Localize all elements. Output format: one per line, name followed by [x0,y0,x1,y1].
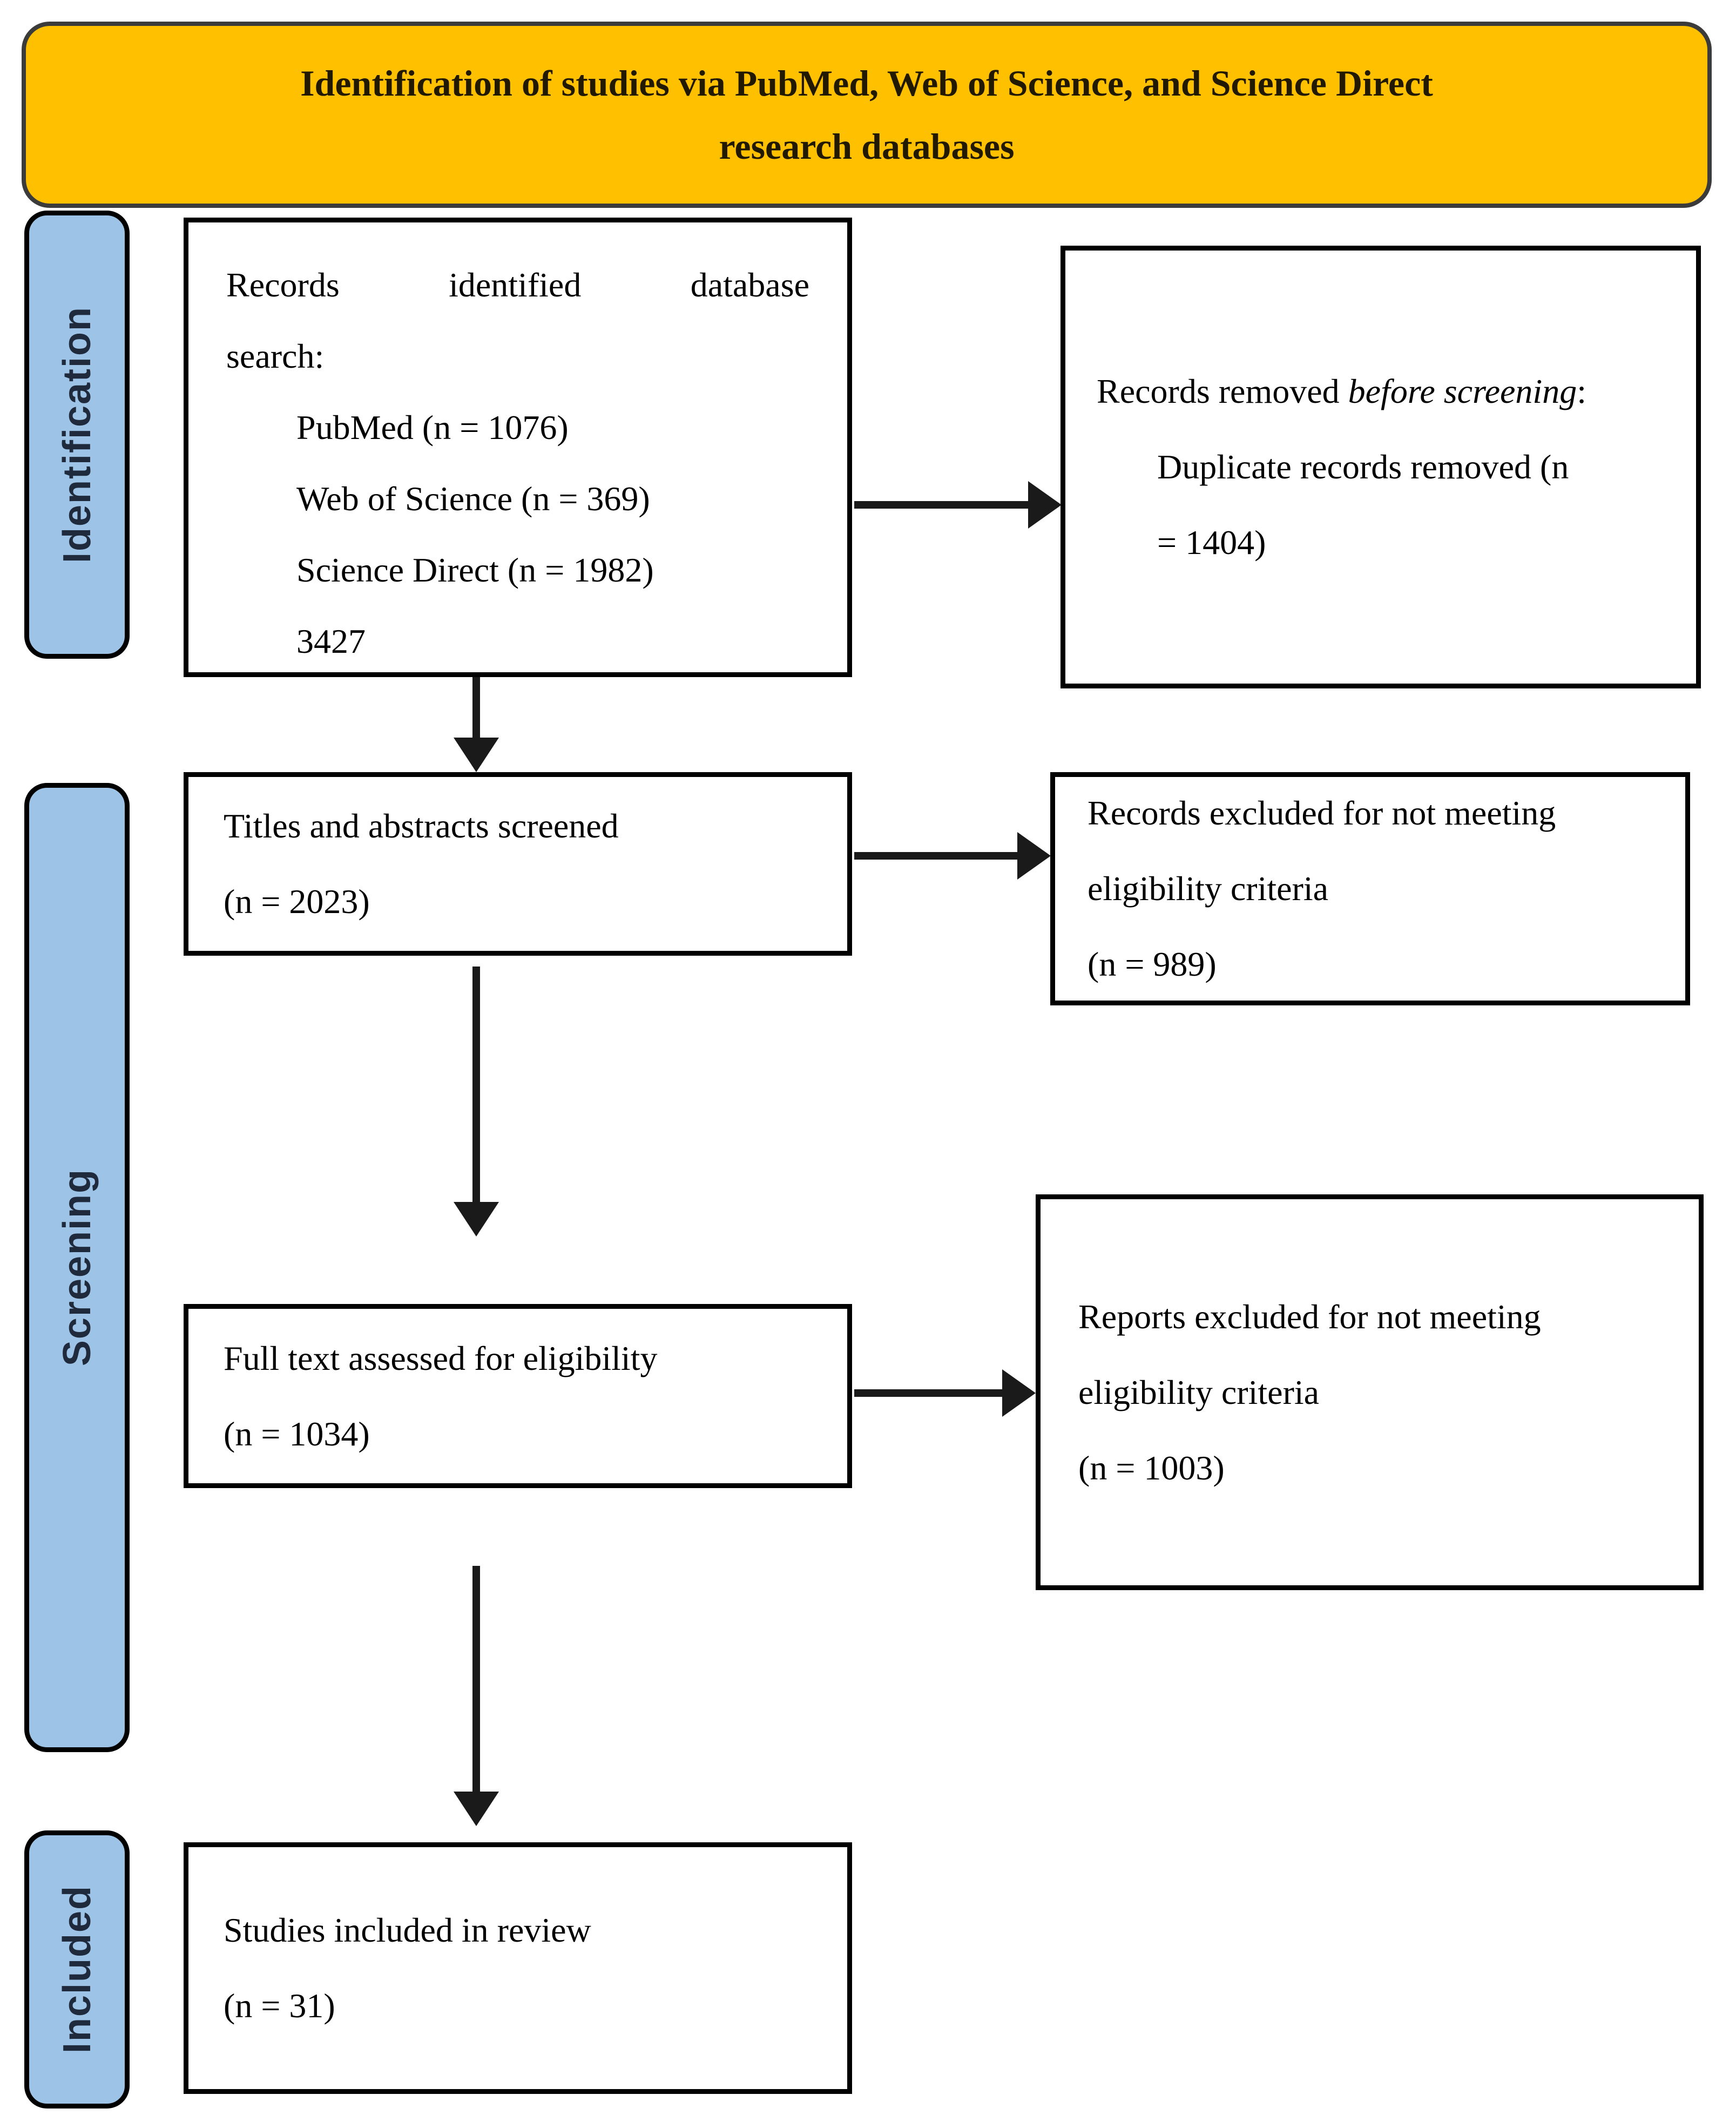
full-text-line2: (n = 1034) [224,1414,370,1453]
stage-label-identification: Identification [24,211,130,659]
records-removed-detail1: Duplicate records removed (n [1157,448,1569,486]
titles-screened-line1: Titles and abstracts screened [224,807,619,845]
arrow-shaft [472,677,480,741]
box-full-text-assessed: Full text assessed for eligibility (n = … [184,1304,852,1488]
stage-label-screening: Screening [24,783,130,1752]
records-identified-word2: identified [449,266,582,304]
studies-included-line2: (n = 31) [224,1986,335,2025]
arrow-screened-to-excluded [854,832,1051,880]
records-excluded-line2: eligibility criteria [1087,869,1329,908]
reports-excluded-line2: eligibility criteria [1078,1373,1320,1411]
records-identified-wos: Web of Science (n = 369) [296,479,650,518]
box-records-identified: Records identified database search: PubM… [184,218,852,677]
title-banner-line2: research databases [719,125,1015,167]
records-identified-word1: Records [226,266,340,304]
title-banner: Identification of studies via PubMed, We… [22,22,1712,208]
records-excluded-line1: Records excluded for not meeting [1087,794,1556,832]
stage-label-included: Included [24,1830,130,2109]
stage-label-screening-text: Screening [55,1168,99,1367]
full-text-line1: Full text assessed for eligibility [224,1339,658,1377]
box-reports-excluded: Reports excluded for not meeting eligibi… [1036,1194,1704,1590]
box-titles-screened: Titles and abstracts screened (n = 2023) [184,772,852,956]
title-banner-line1: Identification of studies via PubMed, We… [300,62,1433,104]
arrow-identified-to-screened [454,677,499,772]
box-studies-included: Studies included in review (n = 31) [184,1842,852,2094]
reports-excluded-line1: Reports excluded for not meeting [1078,1297,1541,1336]
arrowhead-right-icon [1002,1369,1036,1417]
arrowhead-down-icon [454,1202,499,1236]
arrow-shaft [472,967,480,1205]
arrow-shaft [854,852,1021,860]
box-records-removed: Records removed before screening: Duplic… [1060,246,1701,688]
records-identified-pubmed: PubMed (n = 1076) [296,408,569,447]
arrowhead-right-icon [1028,481,1062,529]
arrowhead-right-icon [1017,832,1051,880]
records-excluded-line3: (n = 989) [1087,945,1217,983]
records-identified-sciencedirect: Science Direct (n = 1982) [296,551,654,589]
records-removed-detail2: = 1404) [1157,523,1266,562]
arrow-shaft [854,1389,1005,1397]
arrow-screened-to-fulltext [454,967,499,1236]
records-identified-word3: database [690,266,809,304]
stage-label-identification-text: Identification [55,306,99,563]
arrow-fulltext-to-included [454,1566,499,1826]
studies-included-line1: Studies included in review [224,1911,591,1949]
arrowhead-down-icon [454,738,499,772]
arrow-shaft [854,501,1031,509]
records-removed-suffix: : [1577,372,1586,410]
records-removed-heading: Records removed before screening: [1097,354,1674,429]
stage-label-included-text: Included [55,1885,99,2054]
records-identified-total: 3427 [296,622,366,660]
records-removed-prefix: Records removed [1097,372,1348,410]
titles-screened-line2: (n = 2023) [224,882,370,921]
box-records-excluded: Records excluded for not meeting eligibi… [1050,772,1690,1005]
arrow-shaft [472,1566,480,1795]
records-removed-italic: before screening [1348,372,1577,410]
records-identified-line1: Records identified database [226,249,809,321]
reports-excluded-line3: (n = 1003) [1078,1448,1225,1487]
arrow-identified-to-removed [854,481,1062,529]
arrow-fulltext-to-reports-excluded [854,1369,1036,1417]
records-identified-line2: search: [226,337,325,375]
arrowhead-down-icon [454,1792,499,1826]
